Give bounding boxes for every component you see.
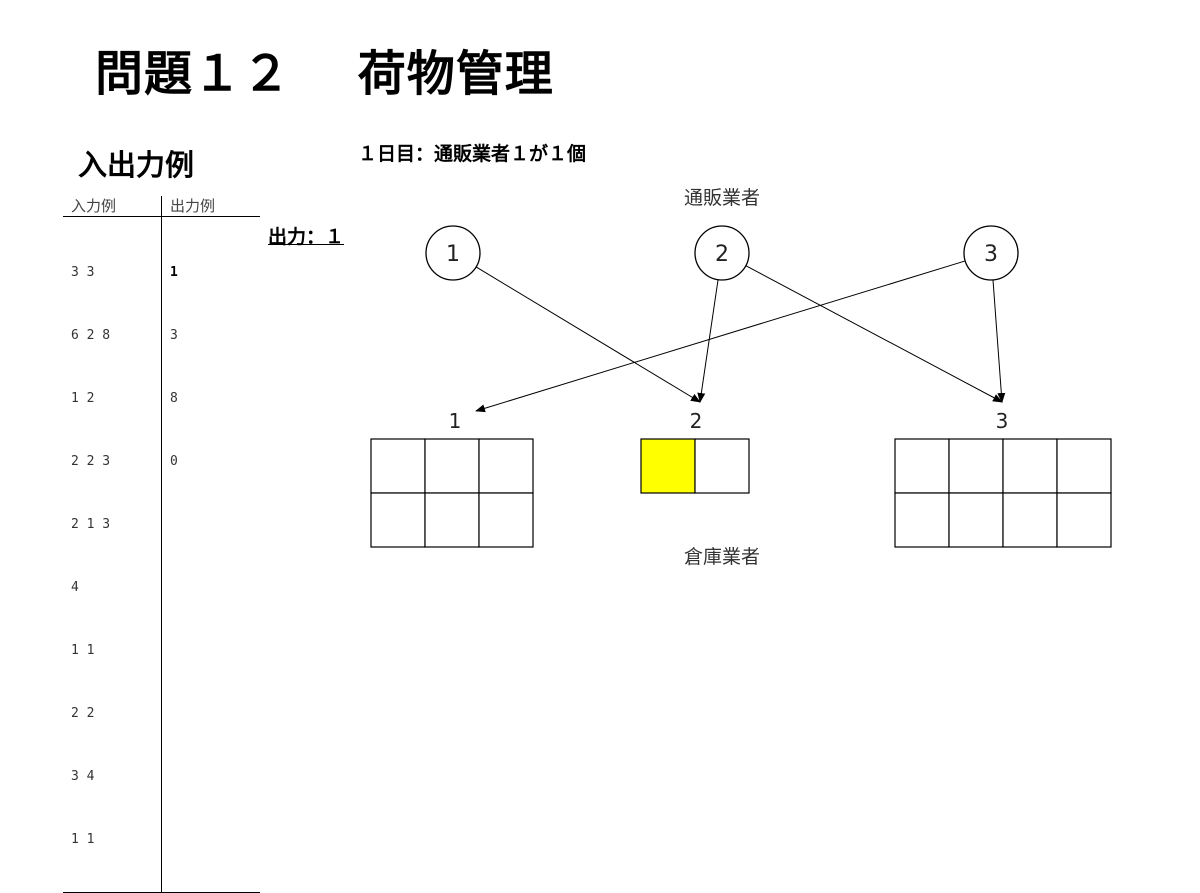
- arrow-vendor-1-to-warehouse-2: [475, 266, 701, 403]
- arrow-vendor-3-to-warehouse-1: [475, 260, 966, 413]
- connection-arrows: [475, 260, 1006, 413]
- section-subtitle: 入出力例: [78, 148, 195, 182]
- input-line: 1 1: [71, 643, 95, 658]
- input-line: 3 4: [71, 769, 95, 784]
- warehouse-cell-filled: [640, 438, 696, 494]
- warehouse-cell: [894, 438, 950, 494]
- input-line: 1 2: [71, 391, 95, 406]
- warehouse-group-label: 倉庫業者: [684, 546, 760, 568]
- input-line: 6 2 8: [71, 328, 111, 343]
- current-output-label: 出力：１: [268, 226, 345, 248]
- warehouse-label: 1: [449, 409, 462, 433]
- arrow-vendor-3-to-warehouse-3: [992, 279, 1006, 403]
- warehouse-cell: [370, 438, 426, 494]
- input-line: 2 2 3: [71, 454, 111, 469]
- input-line: 1 1: [71, 832, 95, 847]
- warehouse-label: 3: [996, 409, 1009, 433]
- output-column: 1 3 8 0: [162, 217, 261, 893]
- vendor-label: 2: [715, 242, 729, 267]
- vendor-label: 3: [984, 242, 998, 267]
- warehouse-cell: [478, 492, 534, 548]
- warehouse-cell: [1056, 492, 1112, 548]
- day-caption: １日目：通販業者１が１個: [358, 143, 587, 165]
- vendor-2: 2: [694, 225, 750, 281]
- warehouse-3: 3: [894, 409, 1112, 548]
- warehouse-cell: [478, 438, 534, 494]
- input-line: 2 1 3: [71, 517, 111, 532]
- output-line: 3: [170, 328, 178, 343]
- output-header: 出力例: [161, 196, 260, 217]
- warehouse-cell: [424, 492, 480, 548]
- input-header: 入力例: [63, 196, 162, 217]
- vendor-warehouse-diagram: 通販業者 倉庫業者 1 2 3 1 2 3: [370, 187, 1112, 568]
- vendor-nodes: 1 2 3: [425, 225, 1019, 281]
- input-line: 3 3: [71, 265, 95, 280]
- warehouse-label: 2: [690, 409, 703, 433]
- warehouse-cell: [370, 492, 426, 548]
- vendor-1: 1: [425, 225, 481, 281]
- vendor-circle: [963, 225, 1019, 281]
- warehouse-cell: [424, 438, 480, 494]
- vendor-circle: [425, 225, 481, 281]
- page-title: 問題１２ 荷物管理: [95, 46, 554, 102]
- arrow-vendor-2-to-warehouse-3: [745, 265, 1003, 403]
- warehouse-cell: [948, 438, 1004, 494]
- warehouse-cell: [1056, 438, 1112, 494]
- arrow-vendor-2-to-warehouse-2: [697, 279, 719, 403]
- warehouse-boxes: 1 2 3: [370, 409, 1112, 548]
- warehouse-1: 1: [370, 409, 534, 548]
- output-line: 8: [170, 391, 178, 406]
- vendor-3: 3: [963, 225, 1019, 281]
- output-line: 0: [170, 454, 178, 469]
- warehouse-cell: [1002, 492, 1058, 548]
- vendor-group-label: 通販業者: [684, 187, 760, 209]
- warehouse-cell: [694, 438, 750, 494]
- warehouse-cell: [1002, 438, 1058, 494]
- warehouse-2: 2: [640, 409, 750, 494]
- input-line: 4: [71, 580, 79, 595]
- input-line: 2 2: [71, 706, 95, 721]
- output-line-highlighted: 1: [170, 265, 178, 280]
- vendor-label: 1: [446, 242, 460, 267]
- warehouse-cell: [948, 492, 1004, 548]
- vendor-circle: [694, 225, 750, 281]
- warehouse-cell: [894, 492, 950, 548]
